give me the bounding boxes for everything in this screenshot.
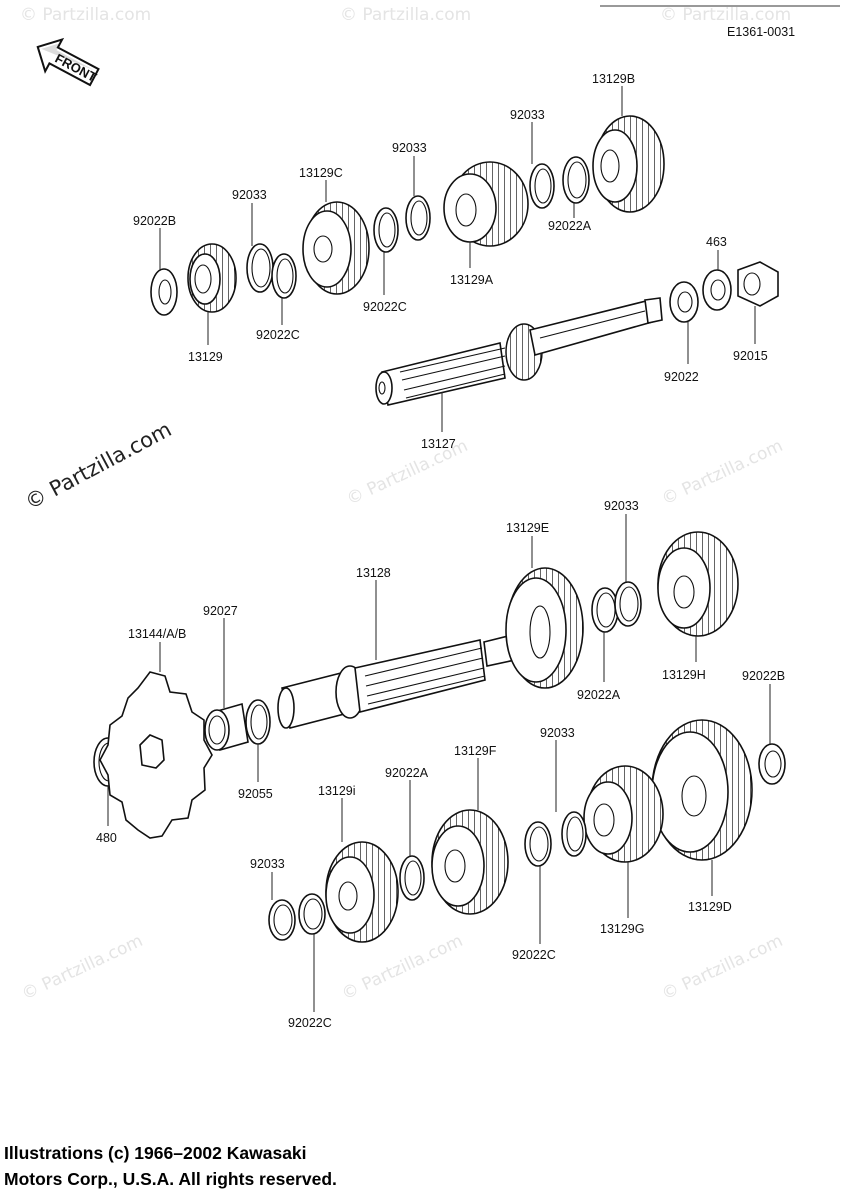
washer-92022C	[298, 893, 326, 935]
watermark-text: © Partzilla.com	[340, 5, 471, 25]
washer-92022B	[150, 268, 178, 316]
bushing-92027	[204, 702, 249, 752]
circlip-92033	[246, 243, 274, 293]
label-13128: 13128	[356, 566, 391, 580]
label-480: 480	[96, 831, 117, 845]
washer-92022A	[591, 587, 619, 633]
lower-shaft-group	[93, 531, 786, 943]
label-92033: 92033	[510, 108, 545, 122]
lock-washer-463	[702, 269, 732, 311]
label-13129D: 13129D	[688, 900, 732, 914]
circlip-92033	[614, 581, 642, 627]
watermark-text: © Partzilla.com	[660, 5, 791, 25]
copyright-notice: Illustrations (c) 1966–2002 Kawasaki Mot…	[4, 1140, 337, 1192]
upper-shaft-group	[150, 115, 779, 406]
label-13127: 13127	[421, 437, 456, 451]
label-92033: 92033	[540, 726, 575, 740]
label-13129F: 13129F	[454, 744, 497, 758]
washer-92022C	[524, 821, 552, 867]
washer-92022C	[373, 207, 399, 253]
label-92022A: 92022A	[577, 688, 621, 702]
copyright-line-1: Illustrations (c) 1966–2002 Kawasaki	[4, 1143, 307, 1163]
label-92022: 92022	[664, 370, 699, 384]
washer-92022A	[562, 156, 590, 204]
label-13129: 13129	[188, 350, 223, 364]
watermark-text: © Partzilla.com	[19, 931, 146, 1005]
label-92022C: 92022C	[363, 300, 407, 314]
washer-92022A	[399, 855, 425, 901]
circlip-92033	[561, 811, 587, 857]
washer-92022	[669, 281, 699, 323]
washer-92022C	[271, 253, 297, 299]
leader-lines	[107, 86, 771, 1012]
partzilla-watermark: © Partzilla.com	[21, 417, 175, 514]
watermark-text: © Partzilla.com	[20, 5, 151, 25]
label-92022A: 92022A	[385, 766, 429, 780]
label-13144: 13144/A/B	[128, 627, 186, 641]
shaft-13127	[375, 297, 663, 406]
part-labels: 92022B 13129 92033 92022C 13129C 92033 9…	[96, 72, 785, 1030]
label-13129C: 13129C	[299, 166, 343, 180]
label-13129i: 13129i	[318, 784, 356, 798]
label-463: 463	[706, 235, 727, 249]
label-92033: 92033	[232, 188, 267, 202]
shaft-13128	[277, 634, 516, 729]
label-92015: 92015	[733, 349, 768, 363]
circlip-92033	[529, 163, 555, 209]
label-13129G: 13129G	[600, 922, 644, 936]
label-92022C: 92022C	[288, 1016, 332, 1030]
label-92022C: 92022C	[256, 328, 300, 342]
nut-92015	[737, 261, 779, 307]
label-13129A: 13129A	[450, 273, 494, 287]
front-arrow: FRONT	[36, 37, 100, 87]
label-13129E: 13129E	[506, 521, 549, 535]
label-92055: 92055	[238, 787, 273, 801]
watermark-text: © Partzilla.com	[659, 436, 786, 510]
label-13129H: 13129H	[662, 668, 706, 682]
label-92027: 92027	[203, 604, 238, 618]
label-13129B: 13129B	[592, 72, 635, 86]
label-92022B: 92022B	[742, 669, 785, 683]
diagram-code: E1361-0031	[727, 25, 795, 39]
circlip-92033	[268, 899, 296, 941]
label-92033: 92033	[250, 857, 285, 871]
circlip-92033	[405, 195, 431, 241]
label-92022C: 92022C	[512, 948, 556, 962]
label-92033: 92033	[604, 499, 639, 513]
watermark-text: © Partzilla.com	[659, 931, 786, 1005]
label-92033: 92033	[392, 141, 427, 155]
ring-92055	[245, 699, 271, 745]
label-92022A: 92022A	[548, 219, 592, 233]
copyright-line-2: Motors Corp., U.S.A. All rights reserved…	[4, 1169, 337, 1189]
label-92022B: 92022B	[133, 214, 176, 228]
